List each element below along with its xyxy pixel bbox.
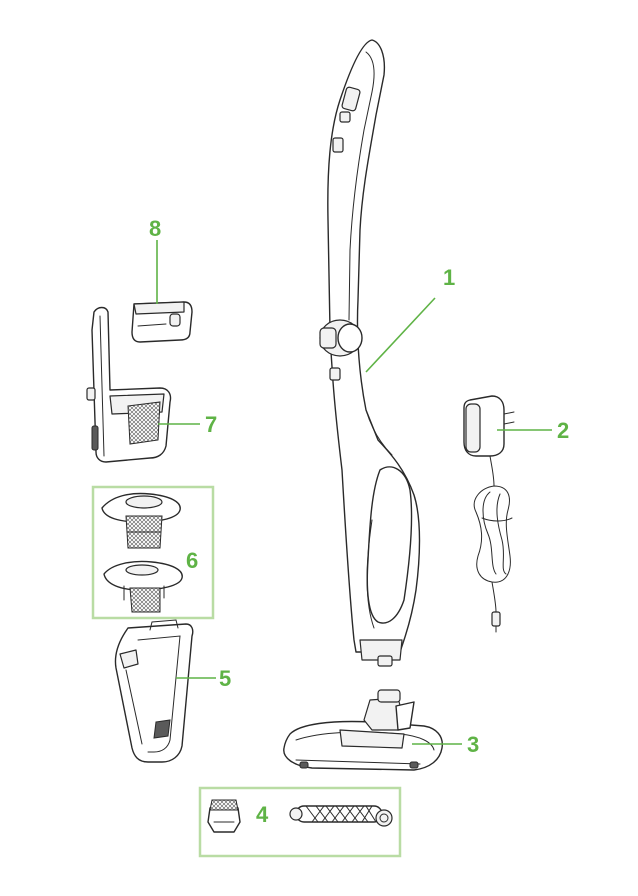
callout-2: 2 bbox=[557, 418, 569, 443]
callout-4: 4 bbox=[256, 802, 269, 827]
callout-8: 8 bbox=[149, 216, 161, 241]
group-box-brush bbox=[198, 786, 402, 858]
part-3-floor-nozzle bbox=[283, 689, 443, 771]
leader-lines bbox=[156, 240, 552, 745]
part-4-brush-roll bbox=[207, 799, 393, 833]
callout-6: 6 bbox=[186, 548, 198, 573]
part-8-battery bbox=[131, 301, 193, 343]
part-5-dust-container bbox=[114, 619, 194, 763]
callout-1: 1 bbox=[443, 265, 455, 290]
callout-7: 7 bbox=[205, 412, 217, 437]
part-7-motor-unit bbox=[86, 306, 172, 463]
part-6-filter-assembly bbox=[101, 492, 183, 613]
part-2-charger bbox=[463, 395, 515, 633]
callout-5: 5 bbox=[219, 666, 231, 691]
callout-3: 3 bbox=[467, 732, 479, 757]
part-1-main-body bbox=[319, 39, 421, 667]
group-box-filter bbox=[91, 485, 215, 620]
